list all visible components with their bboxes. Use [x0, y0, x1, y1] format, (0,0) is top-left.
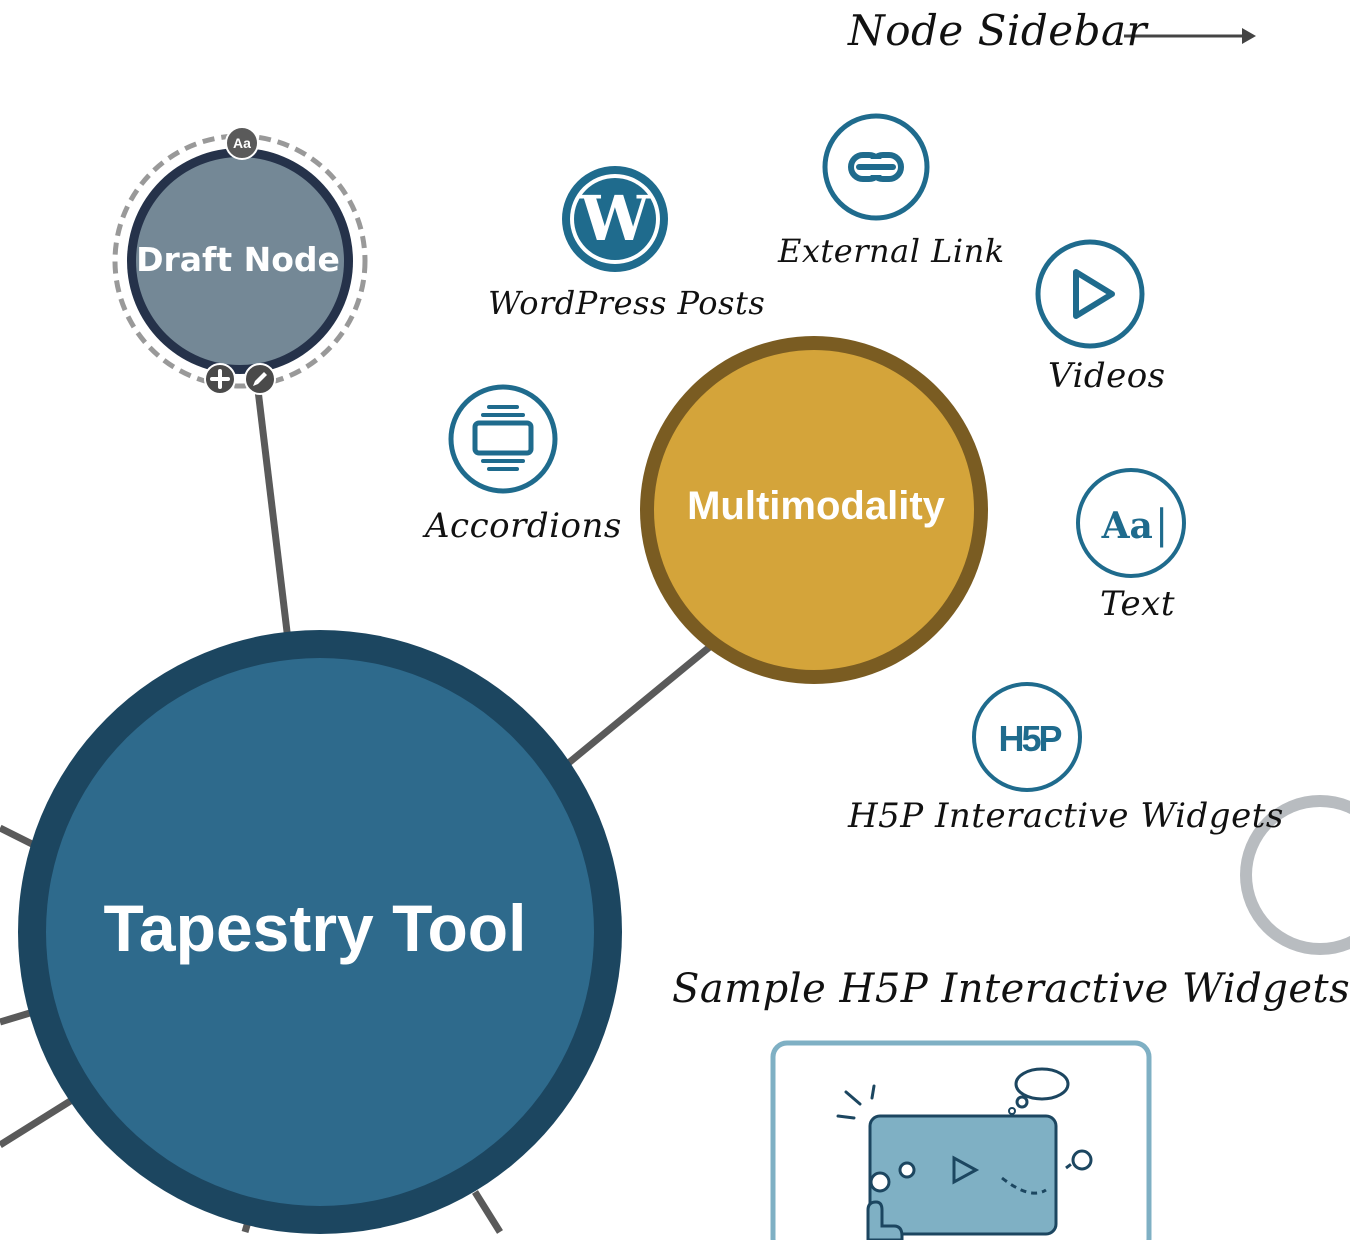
accordion-icon[interactable]	[447, 383, 559, 495]
thought-cloud-icon	[1008, 1067, 1070, 1115]
svg-text:W: W	[579, 182, 651, 255]
draft-node[interactable]	[100, 120, 380, 400]
tapestry-canvas: Node Sidebar Draft Node Aa Multimodality…	[0, 6, 1350, 1240]
add-child-icon[interactable]	[203, 362, 237, 396]
node-sidebar-label: Node Sidebar	[848, 6, 1148, 55]
external-link-label: External Link	[778, 232, 1005, 270]
draft-text-badge: Aa	[225, 126, 259, 160]
sidebar-arrow-head	[1242, 28, 1256, 44]
link-main-draft	[254, 389, 292, 641]
video-screen	[868, 1114, 1058, 1236]
link-main-left-3	[0, 1092, 82, 1148]
draft-node-label: Draft Node	[136, 240, 340, 279]
wordpress-icon[interactable]: W	[560, 164, 670, 274]
sample-play-icon	[952, 1155, 980, 1185]
text-icon-glyph: Aa|	[1101, 502, 1169, 548]
wordpress-posts-label: WordPress Posts	[488, 284, 766, 322]
multimodality-node[interactable]	[636, 334, 992, 690]
videos-label: Videos	[1048, 356, 1166, 396]
h5p-icon-glyph: H5P	[998, 718, 1062, 759]
external-link-icon[interactable]	[821, 112, 931, 222]
edit-pencil-icon[interactable]	[243, 362, 277, 396]
h5p-icon[interactable]: H5P	[972, 682, 1082, 792]
offscreen-node-inner	[1252, 807, 1350, 943]
link-main-bottom-2	[472, 1190, 503, 1234]
sparkle-lines	[836, 1084, 876, 1120]
accordions-label: Accordions	[425, 506, 622, 546]
text-label: Text	[1100, 584, 1175, 624]
h5p-widgets-label: H5P Interactive Widgets	[848, 796, 1284, 836]
tapestry-tool-node-label: Tapestry Tool	[103, 891, 527, 965]
sample-h5p-title: Sample H5P Interactive Widgets	[672, 966, 1350, 1012]
node-links	[0, 28, 1350, 1234]
multimodality-node-label: Multimodality	[687, 484, 945, 528]
tapestry-tool-node[interactable]	[14, 626, 626, 1238]
text-icon[interactable]: Aa|	[1076, 468, 1186, 578]
pointing-hand-icon	[866, 1171, 904, 1240]
sample-h5p-card[interactable]	[770, 1040, 1154, 1240]
link-main-multimodality	[557, 642, 715, 773]
video-play-icon[interactable]	[1034, 238, 1146, 350]
